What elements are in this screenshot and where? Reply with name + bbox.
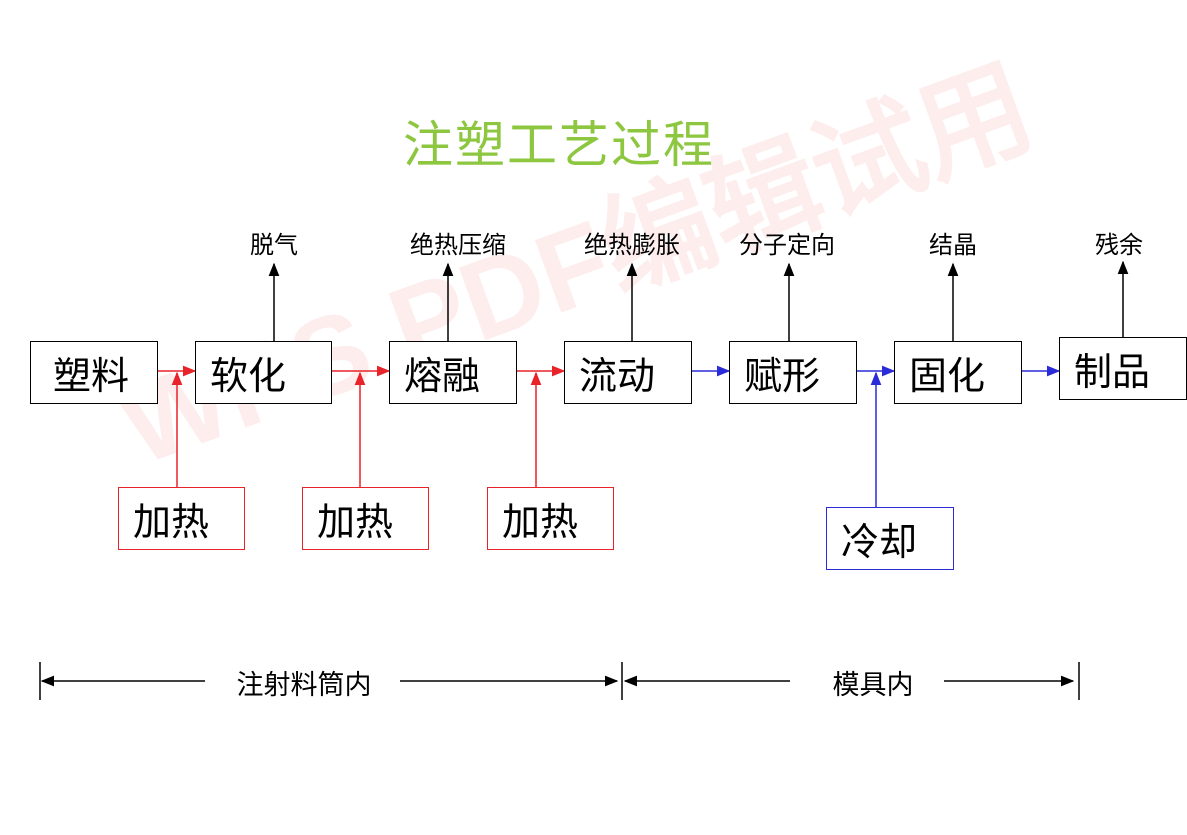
label-adiabatic-compression: 绝热压缩 [410, 231, 506, 259]
node-heating-1: 加热 [118, 487, 245, 550]
node-flowing: 流动 [564, 341, 692, 404]
node-heating-3: 加热 [487, 487, 614, 550]
node-plastic: 塑料 [30, 341, 158, 404]
node-melting: 熔融 [389, 341, 517, 404]
label-molecular-orientation: 分子定向 [739, 231, 835, 259]
node-solidifying: 固化 [894, 341, 1022, 404]
node-shaping: 赋形 [729, 341, 857, 404]
page-title: 注塑工艺过程 [403, 116, 715, 174]
span-label-barrel: 注射料筒内 [232, 663, 376, 702]
node-cooling: 冷却 [826, 507, 954, 570]
node-product: 制品 [1059, 337, 1187, 400]
label-residual: 残余 [1095, 231, 1143, 259]
node-softening: 软化 [195, 341, 332, 404]
label-crystallization: 结晶 [929, 231, 977, 259]
label-degassing: 脱气 [250, 231, 298, 259]
label-adiabatic-expansion: 绝热膨胀 [584, 231, 680, 259]
span-label-mold: 模具内 [828, 663, 918, 702]
node-heating-2: 加热 [302, 487, 429, 550]
